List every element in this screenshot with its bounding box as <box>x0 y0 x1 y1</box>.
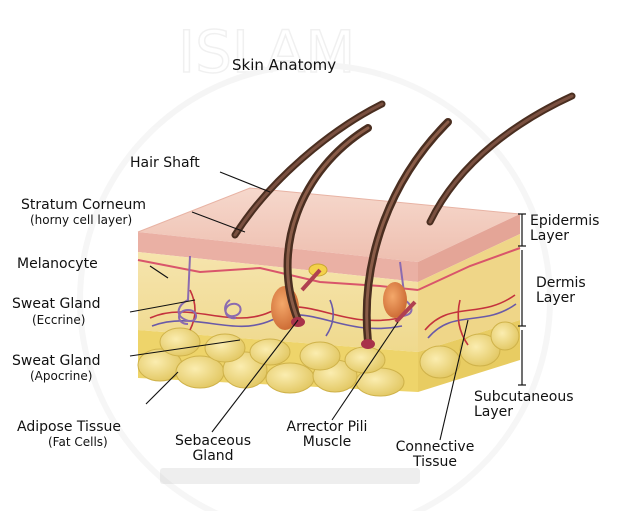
label-connective-tissue: Connective Tissue <box>380 440 490 469</box>
label-connective-tissue-line2: Tissue <box>380 455 490 470</box>
label-epidermis-line1: Epidermis <box>530 214 599 229</box>
label-sweat-gland-apocrine: Sweat Gland <box>12 354 101 369</box>
label-dermis-line1: Dermis <box>536 276 586 291</box>
label-subcutaneous-line1: Subcutaneous <box>474 390 574 405</box>
label-arrector-pili-line1: Arrector Pili <box>272 420 382 435</box>
label-subcutaneous-layer: Subcutaneous Layer <box>474 390 574 419</box>
label-hair-shaft: Hair Shaft <box>130 156 200 171</box>
label-sebaceous-gland-line2: Gland <box>158 449 268 464</box>
label-stratum-corneum: Stratum Corneum <box>21 198 146 213</box>
label-sebaceous-gland: Sebaceous Gland <box>158 434 268 463</box>
diagram-title: Skin Anatomy <box>232 58 336 74</box>
label-sweat-gland-eccrine: Sweat Gland <box>12 297 101 312</box>
label-epidermis-layer: Epidermis Layer <box>530 214 599 243</box>
label-sebaceous-gland-line1: Sebaceous <box>158 434 268 449</box>
label-dermis-line2: Layer <box>536 291 586 306</box>
label-adipose-tissue-note: (Fat Cells) <box>48 436 108 449</box>
label-subcutaneous-line2: Layer <box>474 405 574 420</box>
label-melanocyte: Melanocyte <box>17 257 98 272</box>
label-dermis-layer: Dermis Layer <box>536 276 586 305</box>
label-adipose-tissue: Adipose Tissue <box>17 420 121 435</box>
label-sweat-gland-apocrine-note: (Apocrine) <box>30 370 92 383</box>
label-stratum-corneum-note: (horny cell layer) <box>30 214 132 227</box>
label-sweat-gland-eccrine-note: (Eccrine) <box>32 314 85 327</box>
watermark-bottom <box>160 468 420 484</box>
svg-text:ISLAM: ISLAM <box>178 18 355 86</box>
label-arrector-pili-line2: Muscle <box>272 435 382 450</box>
label-connective-tissue-line1: Connective <box>380 440 490 455</box>
label-arrector-pili-muscle: Arrector Pili Muscle <box>272 420 382 449</box>
label-epidermis-line2: Layer <box>530 229 599 244</box>
